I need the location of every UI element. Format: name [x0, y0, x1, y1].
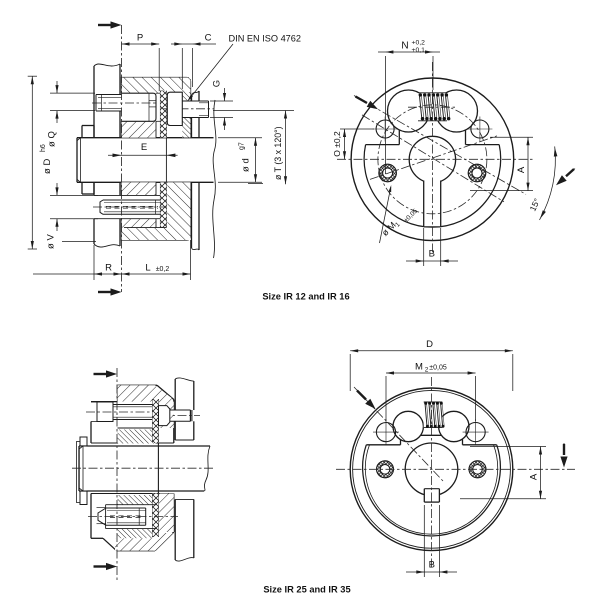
svg-text:ø T (3 x 120°): ø T (3 x 120°): [273, 126, 283, 180]
svg-text:N: N: [401, 41, 408, 52]
svg-text:Size IR 12 and IR 16: Size IR 12 and IR 16: [262, 292, 349, 302]
svg-text:G: G: [212, 80, 223, 87]
svg-text:P: P: [137, 33, 143, 44]
svg-text:+0,1: +0,1: [412, 47, 426, 54]
svg-text:ø d: ø d: [241, 158, 252, 172]
svg-text:ø Q: ø Q: [47, 131, 58, 147]
svg-text:B: B: [429, 249, 435, 260]
svg-text:A: A: [516, 166, 527, 173]
svg-text:±0,2: ±0,2: [156, 266, 170, 273]
svg-text:2: 2: [425, 367, 429, 374]
svg-text:A: A: [529, 473, 540, 480]
svg-text:R: R: [105, 263, 112, 274]
svg-text:ø D: ø D: [42, 159, 53, 174]
svg-text:Size IR 25 and IR 35: Size IR 25 and IR 35: [263, 585, 350, 595]
svg-text:E: E: [141, 142, 147, 153]
svg-text:M: M: [415, 362, 423, 373]
svg-text:DIN EN ISO 4762: DIN EN ISO 4762: [229, 34, 302, 44]
svg-text:+0,2: +0,2: [412, 40, 426, 47]
svg-text:C: C: [205, 33, 212, 44]
svg-text:ø V: ø V: [46, 234, 57, 249]
svg-text:g7: g7: [239, 142, 246, 150]
svg-text:B: B: [429, 560, 435, 571]
svg-text:O ±0,2: O ±0,2: [332, 131, 342, 157]
svg-text:±0,05: ±0,05: [429, 365, 447, 372]
svg-text:1: 1: [394, 221, 402, 229]
svg-text:h6: h6: [40, 144, 47, 152]
svg-text:L: L: [145, 263, 150, 274]
svg-text:15°: 15°: [528, 197, 542, 213]
svg-text:D: D: [426, 339, 433, 350]
